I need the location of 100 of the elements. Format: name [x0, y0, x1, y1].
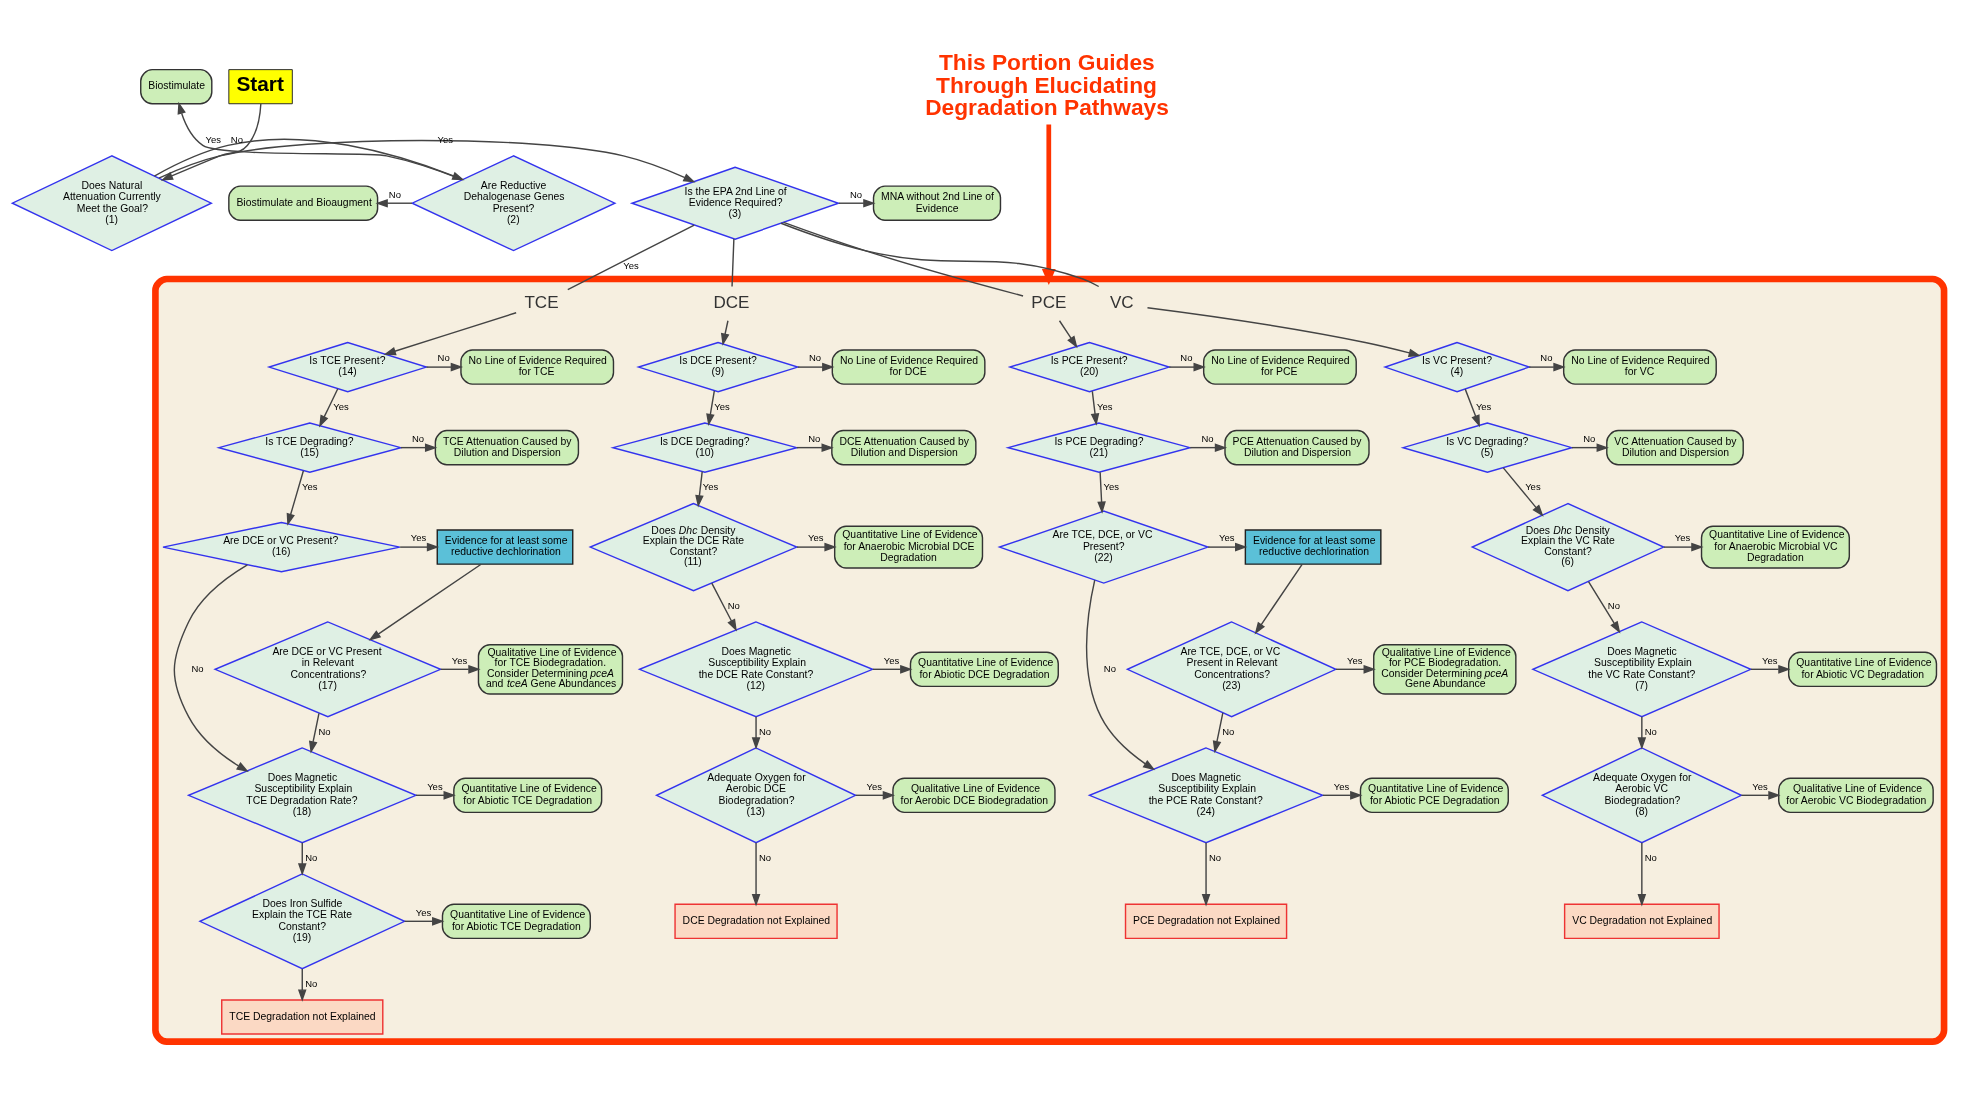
edge-label: Yes: [1333, 780, 1350, 792]
arrow: [1189, 443, 1228, 452]
node-diamond: Is VC Degrading? (5): [1400, 422, 1575, 473]
edge-label: Yes: [883, 654, 900, 666]
edge-label: Yes: [1674, 532, 1691, 544]
edge-label: Yes: [415, 906, 432, 918]
edge-label: No: [437, 352, 450, 364]
node-box: Evidence for at least some reductive dechlorination: [436, 529, 574, 565]
edge-label: No: [412, 432, 425, 444]
arrow: [1587, 580, 1621, 634]
arrow: [173, 564, 249, 772]
arrow: [383, 312, 517, 356]
edge-label: No: [318, 725, 331, 737]
node-diamond: Is the EPA 2nd Line of Evidence Required? (3): [629, 166, 841, 240]
edge-label: No: [759, 851, 772, 863]
edge-label: Yes: [714, 400, 730, 412]
node-box: Quantitative Line of Evidence for Anaerobic Microbial DCE Degradation: [833, 525, 984, 569]
edge-label: No: [1180, 352, 1193, 364]
connector: [780, 222, 1100, 288]
edge-label: No: [230, 133, 243, 145]
node-diamond: Does Magnetic Susceptibility Explain the DCE Rate Constant? (12): [637, 621, 875, 718]
edge-label: Yes: [427, 780, 443, 792]
edge-label: Yes: [1218, 532, 1235, 544]
edge-label: No: [1583, 432, 1596, 444]
node-box: PCE Degradation not Explained: [1124, 903, 1288, 940]
arrow: [1168, 362, 1206, 372]
node-text: This Portion Guides Through Elucidating Degradation Pathways: [925, 48, 1169, 121]
node-diamond: Is DCE Degrading? (10): [610, 422, 800, 473]
node-diamond: Adequate Oxygen for Aerobic VC Biodegradation? (8): [1540, 747, 1743, 844]
arrow: [855, 791, 896, 800]
connector: [731, 238, 735, 288]
node-diamond: Is DCE Present? (9): [636, 341, 801, 393]
arrow: [403, 917, 445, 926]
edge-label: Yes: [205, 133, 221, 145]
edge-label: Yes: [702, 481, 719, 493]
node-text: VC: [1109, 292, 1134, 312]
node-box: Qualitative Line of Evidence for TCE Biodegradation. Consider Determining pceA and tceA Gene Abundances: [477, 643, 624, 695]
node-text: TCE: [524, 292, 559, 312]
node-box: No Line of Evidence Required for DCE: [831, 349, 986, 385]
edge-label: Yes: [410, 532, 427, 544]
arrow: [297, 968, 307, 1002]
arrow: [1750, 665, 1791, 674]
arrow: [1322, 791, 1363, 800]
edge-label: Yes: [1525, 481, 1541, 493]
arrow: [797, 362, 835, 372]
arrow: [415, 791, 456, 800]
edge-label: No: [808, 352, 822, 364]
node-box: VC Attenuation Caused by Dilution and Dispersion: [1606, 429, 1744, 466]
node-diamond: Does Natural Attenuation Currently Meet the Goal? (1): [10, 155, 213, 252]
arrow: [1571, 443, 1609, 452]
edge-label: No: [1644, 725, 1657, 737]
node-box: DCE Degradation not Explained: [674, 903, 838, 940]
edge-label: No: [1607, 599, 1620, 611]
node-box: Biostimulate and Bioaugment: [228, 185, 379, 221]
arrow: [720, 320, 730, 346]
arrow: [796, 443, 834, 452]
node-box: PCE Attenuation Caused by Dilution and Dispersion: [1224, 429, 1370, 466]
edge-label: No: [1209, 851, 1222, 863]
arrow: [297, 842, 307, 876]
arrow: [400, 443, 438, 452]
node-box: MNA without 2nd Line of Evidence: [872, 185, 1002, 221]
node-text: PCE: [1031, 292, 1067, 312]
cluster: [152, 275, 1948, 1045]
arrow: [153, 138, 465, 181]
edge-label: No: [1222, 725, 1235, 737]
arrow: [1058, 320, 1078, 349]
arrow: [399, 542, 440, 552]
arrow: [706, 390, 716, 427]
node-box: Quantitative Line of Evidence for Abiotic VC Degradation: [1787, 651, 1938, 688]
node-diamond: Adequate Oxygen for Aerobic DCE Biodegradation? (13): [654, 747, 858, 844]
node-box: No Line of Evidence Required for TCE: [460, 349, 615, 385]
arrow: [1740, 791, 1781, 800]
edge-label: No: [808, 432, 821, 444]
node-box: Quantitative Line of Evidence for Abiotic PCE Degradation: [1359, 777, 1509, 814]
node-diamond: Are DCE or VC Present? (16): [162, 521, 401, 573]
arrow: [1464, 388, 1480, 428]
node-diamond: Are DCE or VC Present in Relevant Concentrations? (17): [213, 621, 443, 718]
edge-label: Yes: [623, 259, 639, 271]
node-box: No Line of Evidence Required for VC: [1562, 349, 1717, 385]
node-box: Start: [228, 69, 293, 105]
arrow: [838, 198, 876, 208]
node-box: No Line of Evidence Required for PCE: [1202, 349, 1357, 385]
arrow: [1335, 665, 1376, 674]
node-box: VC Degradation not Explained: [1563, 903, 1720, 940]
connector: [567, 224, 695, 291]
arrow: [177, 101, 464, 181]
arrow: [695, 471, 704, 508]
arrow: [1502, 467, 1544, 517]
arrow: [160, 103, 262, 181]
arrow: [158, 139, 696, 183]
arrow: [1090, 390, 1100, 426]
edge-label: No: [1540, 352, 1553, 364]
edge-label: No: [849, 188, 863, 200]
arrow: [796, 542, 837, 552]
arrow: [368, 563, 482, 641]
arrow: [1207, 542, 1248, 552]
edge-label: No: [1103, 662, 1116, 674]
node-diamond: Is PCE Degrading? (21): [1005, 422, 1193, 473]
node-text: DCE: [713, 292, 750, 312]
edge-label: Yes: [1752, 780, 1768, 792]
